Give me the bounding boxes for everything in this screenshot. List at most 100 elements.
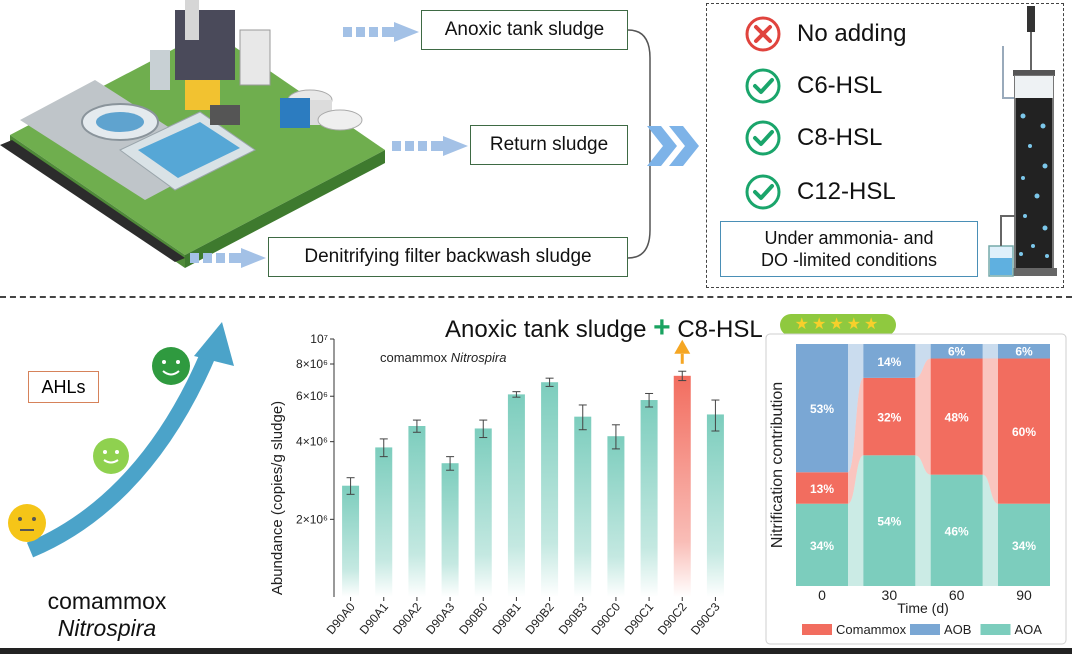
- bar-D90C0: [607, 436, 625, 597]
- check-icon: [745, 120, 781, 156]
- x-tick-label: D90B2: [523, 600, 558, 637]
- x-tick-label: D90C3: [688, 600, 723, 638]
- segment-label: 32%: [877, 411, 901, 425]
- anoxic-tank-sludge-box: Anoxic tank sludge: [421, 10, 628, 50]
- flow-aoa: [848, 455, 864, 586]
- stack-aoa-30: [863, 455, 916, 586]
- x-tick-label: D90A3: [423, 600, 458, 637]
- legend-swatch-aoa: [980, 624, 1011, 635]
- x-tick-label: 30: [882, 587, 898, 603]
- wastewater-plant-illustration: [0, 0, 385, 268]
- condition-c12: C12-HSL: [745, 174, 896, 210]
- bar-D90C3: [706, 414, 724, 597]
- bar-D90A1: [375, 447, 393, 597]
- stack-aob-90: [998, 344, 1050, 359]
- bottom-bar: [0, 648, 1072, 654]
- chevron-arrow-icon: [647, 126, 699, 166]
- flow-comammox: [915, 358, 931, 475]
- segment-label: 34%: [1012, 539, 1036, 553]
- y-tick-label: 8×10⁶: [296, 357, 328, 371]
- segment-label: 48%: [945, 411, 969, 425]
- check-icon: [745, 174, 781, 210]
- headline-part1: Anoxic tank sludge: [445, 316, 647, 343]
- segment-label: 14%: [877, 355, 901, 369]
- smiley-happy-icon: [152, 347, 190, 385]
- return-sludge-label: Return sludge: [489, 134, 609, 155]
- segment-label: 6%: [948, 344, 966, 358]
- headline: Anoxic tank sludge + C8-HSL: [445, 311, 763, 345]
- bar-D90B1: [507, 394, 525, 597]
- no-adding-label: No adding: [797, 20, 907, 47]
- x-tick-label: D90C0: [588, 600, 623, 638]
- organism-line-2: Nitrospira: [57, 615, 157, 641]
- condition-c8: C8-HSL: [745, 120, 882, 156]
- segment-label: 13%: [810, 482, 834, 496]
- x-tick-label: D90A2: [390, 600, 425, 637]
- bar-D90A0: [342, 485, 360, 597]
- y-tick-label: 2×10⁶: [296, 512, 328, 526]
- segment-label: 53%: [810, 402, 834, 416]
- stack-comammox-30: [863, 377, 916, 456]
- limited-line-1: Under ammonia- and: [764, 228, 934, 248]
- stack-comammox-60: [930, 358, 983, 475]
- stack-comammox-90: [998, 358, 1050, 504]
- reactor-column-illustration: [988, 6, 1057, 277]
- legend-swatch-comammox: [802, 624, 832, 635]
- c12-label: C12-HSL: [797, 178, 896, 205]
- highlight-arrow-icon: [674, 339, 691, 354]
- stack-aob-0: [796, 344, 848, 473]
- legend-label: Comammox: [836, 622, 907, 637]
- denitrifying-sludge-box: Denitrifying filter backwash sludge: [268, 237, 628, 277]
- x-tick-label: D90C1: [622, 600, 657, 638]
- segment-label: 54%: [877, 515, 901, 529]
- y-axis-label: Abundance (copies/g sludge): [269, 401, 286, 595]
- x-tick-label: D90B1: [489, 600, 524, 637]
- x-tick-label: 60: [949, 587, 965, 603]
- stack-aoa-60: [930, 474, 983, 586]
- flow-aob: [982, 344, 998, 359]
- return-sludge-box: Return sludge: [470, 125, 628, 165]
- bar-D90A3: [441, 463, 459, 597]
- c6-label: C6-HSL: [797, 72, 883, 99]
- x-axis-label: Time (d): [897, 600, 949, 616]
- condition-no-adding: No adding: [745, 16, 906, 52]
- bar-D90B2: [541, 382, 559, 597]
- stack-comammox-0: [796, 472, 848, 504]
- segment-label: 6%: [1015, 344, 1033, 358]
- input-arrow-return: [392, 136, 468, 156]
- x-tick-label: D90B3: [556, 600, 591, 637]
- smiley-content-icon: [93, 438, 129, 474]
- stack-aob-60: [930, 344, 983, 359]
- legend-label: AOA: [1015, 622, 1043, 637]
- limited-conditions-box: Under ammonia- and DO -limited condition…: [720, 221, 978, 277]
- chart-title: comammox Nitrospira: [380, 350, 506, 365]
- c8-label: C8-HSL: [797, 124, 883, 151]
- x-tick-label: D90A0: [324, 600, 359, 637]
- flow-aob: [915, 344, 931, 378]
- input-arrow-denitrifying: [190, 248, 266, 268]
- segment-label: 46%: [945, 524, 969, 538]
- segment-label: 60%: [1012, 425, 1036, 439]
- bar-D90C1: [640, 400, 658, 597]
- organism-label: comammox Nitrospira: [22, 588, 192, 642]
- stack-aoa-0: [796, 503, 848, 586]
- x-tick-label: D90B0: [456, 600, 491, 637]
- x-tick-label: D90C2: [655, 600, 690, 638]
- merge-bracket: [628, 29, 651, 259]
- anoxic-tank-sludge-label: Anoxic tank sludge: [444, 19, 605, 40]
- headline-part2: C8-HSL: [677, 316, 763, 343]
- flow-comammox: [982, 358, 998, 504]
- condition-c6: C6-HSL: [745, 68, 882, 104]
- headline-plus: +: [653, 311, 671, 344]
- ahls-label: AHLs: [41, 376, 86, 397]
- section-divider: [0, 296, 1072, 298]
- star-rating-badge: ★★★★★: [780, 314, 896, 336]
- legend-label: AOB: [944, 622, 971, 637]
- smiley-neutral-icon: [8, 504, 46, 542]
- segment-label: 34%: [810, 539, 834, 553]
- cross-icon: [745, 16, 781, 52]
- stack-aoa-90: [998, 503, 1050, 586]
- limited-line-2: DO -limited conditions: [760, 250, 938, 270]
- star-rating: ★★★★★: [794, 316, 882, 333]
